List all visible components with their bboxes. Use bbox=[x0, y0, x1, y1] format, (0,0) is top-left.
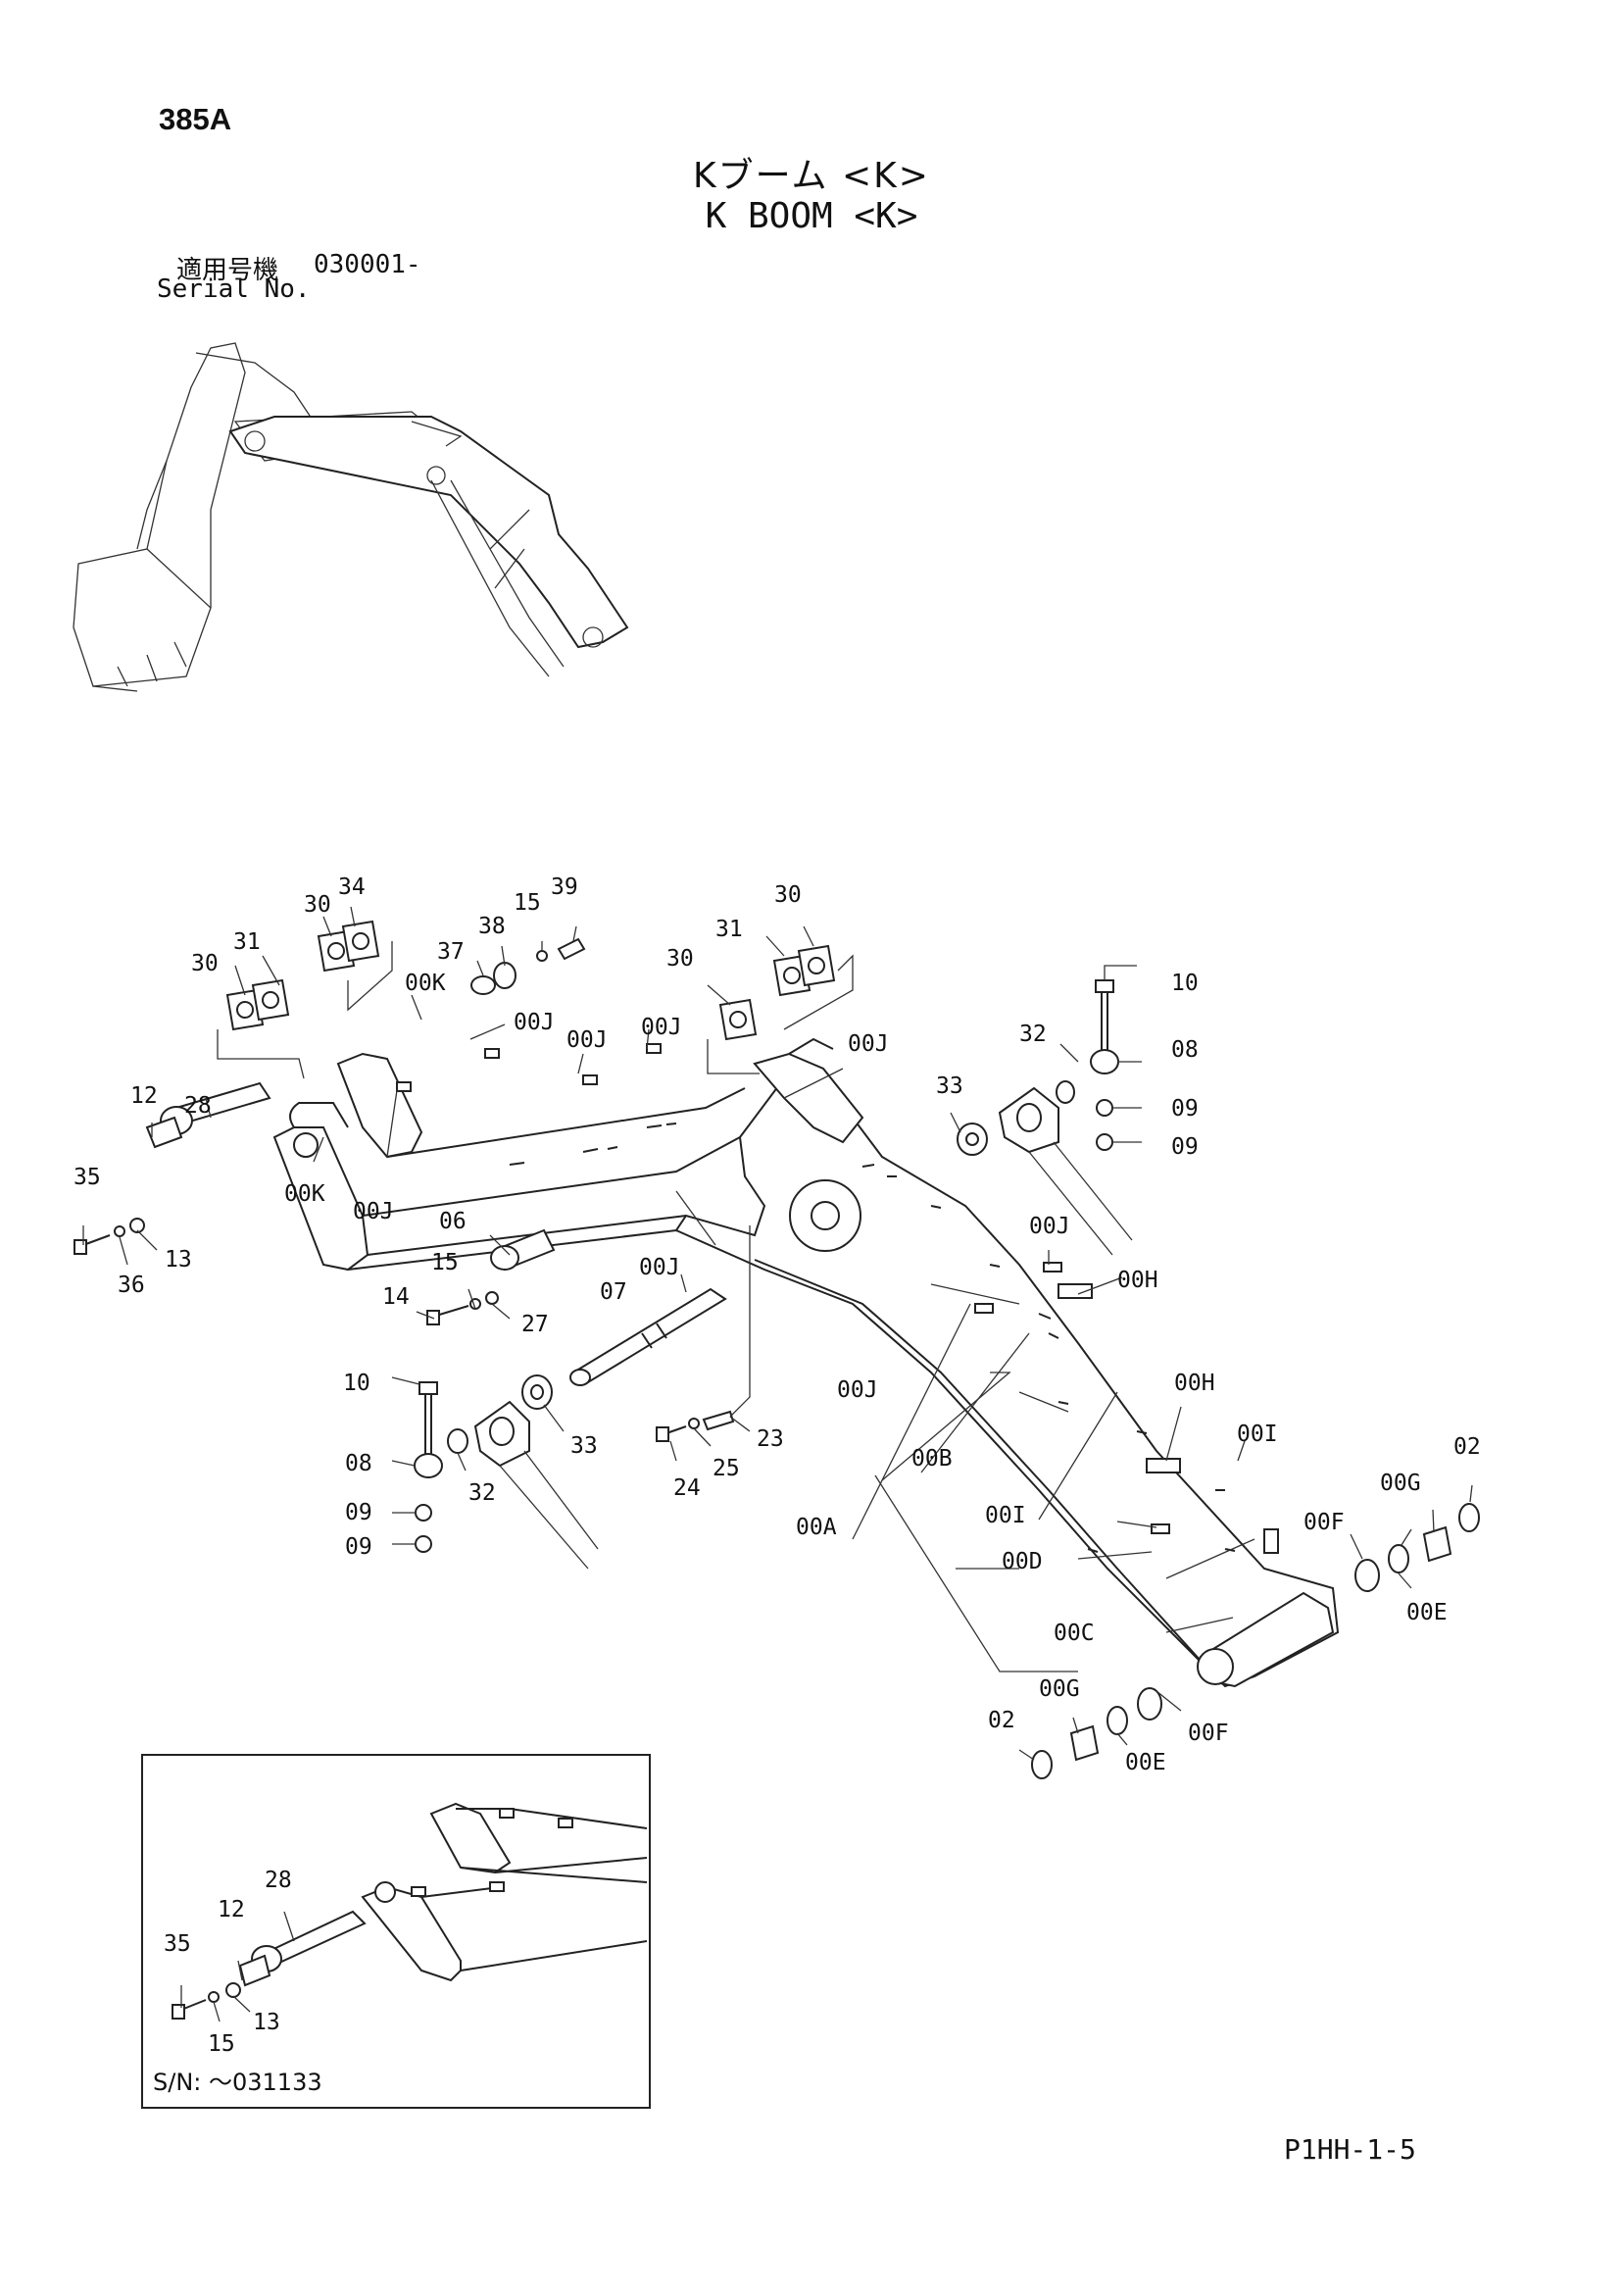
callout-13: 13 bbox=[165, 1247, 192, 1273]
title-japanese: Kブーム <K> bbox=[693, 156, 930, 196]
callout-00D: 00D bbox=[1002, 1549, 1043, 1574]
callout-32: 32 bbox=[468, 1480, 496, 1506]
callout-00H: 00H bbox=[1117, 1268, 1158, 1293]
callout-00J: 00J bbox=[639, 1255, 680, 1280]
callout-09: 09 bbox=[345, 1500, 372, 1525]
callout-00J: 00J bbox=[566, 1027, 608, 1053]
callout-00F: 00F bbox=[1188, 1721, 1229, 1746]
callout-00K: 00K bbox=[405, 971, 446, 996]
serial-label-english: Serial No. bbox=[157, 275, 311, 304]
callout-00J: 00J bbox=[1029, 1214, 1070, 1239]
callout-38: 38 bbox=[478, 914, 506, 939]
callout-00I: 00I bbox=[1237, 1422, 1278, 1447]
callout-30: 30 bbox=[191, 951, 219, 976]
callout-00J: 00J bbox=[514, 1010, 555, 1035]
callout-08: 08 bbox=[1171, 1037, 1199, 1063]
callout-27: 27 bbox=[521, 1312, 549, 1337]
callout-30: 30 bbox=[304, 892, 331, 918]
callout-35: 35 bbox=[74, 1165, 101, 1190]
callout-00A: 00A bbox=[796, 1515, 837, 1540]
callout-28: 28 bbox=[265, 1868, 292, 1893]
callout-10: 10 bbox=[1171, 971, 1199, 996]
callout-39: 39 bbox=[551, 874, 578, 900]
callout-15: 15 bbox=[514, 890, 541, 916]
leader-lines bbox=[82, 906, 1473, 1761]
callout-02: 02 bbox=[988, 1708, 1015, 1733]
callout-00J: 00J bbox=[848, 1031, 889, 1057]
inset-detail bbox=[141, 1754, 651, 2109]
callout-00I: 00I bbox=[985, 1503, 1026, 1528]
callout-25: 25 bbox=[713, 1456, 740, 1481]
serial-value: 030001- bbox=[314, 250, 421, 279]
callout-35: 35 bbox=[164, 1931, 191, 1957]
callout-23: 23 bbox=[757, 1426, 784, 1452]
callout-00B: 00B bbox=[911, 1446, 953, 1472]
callout-08: 08 bbox=[345, 1451, 372, 1476]
callout-32: 32 bbox=[1019, 1022, 1047, 1047]
callout-33: 33 bbox=[936, 1073, 963, 1099]
callout-06: 06 bbox=[439, 1209, 467, 1234]
title-english: K BOOM <K> bbox=[705, 196, 918, 236]
boom-main-drawing bbox=[272, 1037, 1340, 1688]
callout-12: 12 bbox=[218, 1897, 245, 1922]
callout-00J: 00J bbox=[641, 1015, 682, 1040]
callout-00G: 00G bbox=[1380, 1471, 1421, 1496]
callout-00E: 00E bbox=[1125, 1750, 1166, 1775]
callout-09: 09 bbox=[345, 1534, 372, 1560]
callout-30: 30 bbox=[774, 882, 802, 908]
callout-30: 30 bbox=[666, 946, 694, 972]
callout-00H: 00H bbox=[1174, 1371, 1215, 1396]
callout-12: 12 bbox=[130, 1083, 158, 1109]
callout-09: 09 bbox=[1171, 1096, 1199, 1122]
document-code: P1HH-1-5 bbox=[1284, 2133, 1416, 2166]
callout-13: 13 bbox=[253, 2010, 280, 2035]
callout-28: 28 bbox=[184, 1093, 212, 1119]
callout-31: 31 bbox=[715, 917, 743, 942]
callout-00K: 00K bbox=[284, 1181, 325, 1207]
loose-parts bbox=[74, 920, 1480, 1779]
callout-15: 15 bbox=[208, 2031, 235, 2057]
callout-00J: 00J bbox=[837, 1377, 878, 1403]
callout-33: 33 bbox=[570, 1433, 598, 1459]
callout-36: 36 bbox=[118, 1273, 145, 1298]
callout-00G: 00G bbox=[1039, 1676, 1080, 1702]
callout-31: 31 bbox=[233, 929, 261, 955]
callout-00E: 00E bbox=[1406, 1600, 1448, 1625]
callout-37: 37 bbox=[437, 939, 465, 965]
callout-00F: 00F bbox=[1303, 1510, 1345, 1535]
inset-serial-note: S/N: ～031133 bbox=[153, 2069, 322, 2096]
callout-15: 15 bbox=[431, 1250, 459, 1275]
callout-00C: 00C bbox=[1054, 1621, 1095, 1646]
page-code: 385A bbox=[159, 102, 232, 136]
callout-34: 34 bbox=[338, 874, 366, 900]
callout-24: 24 bbox=[673, 1475, 701, 1501]
serial-label-japanese: 適用号機 bbox=[176, 256, 279, 285]
callout-02: 02 bbox=[1453, 1434, 1481, 1460]
callout-07: 07 bbox=[600, 1279, 627, 1305]
callout-09: 09 bbox=[1171, 1134, 1199, 1160]
callout-14: 14 bbox=[382, 1284, 410, 1310]
excavator-overview-sketch bbox=[73, 342, 629, 692]
callout-00J: 00J bbox=[353, 1199, 394, 1224]
callout-10: 10 bbox=[343, 1371, 370, 1396]
callout-labels: 30 34 30 31 37 38 15 39 00K 00J 00J 00J … bbox=[74, 874, 1481, 2057]
